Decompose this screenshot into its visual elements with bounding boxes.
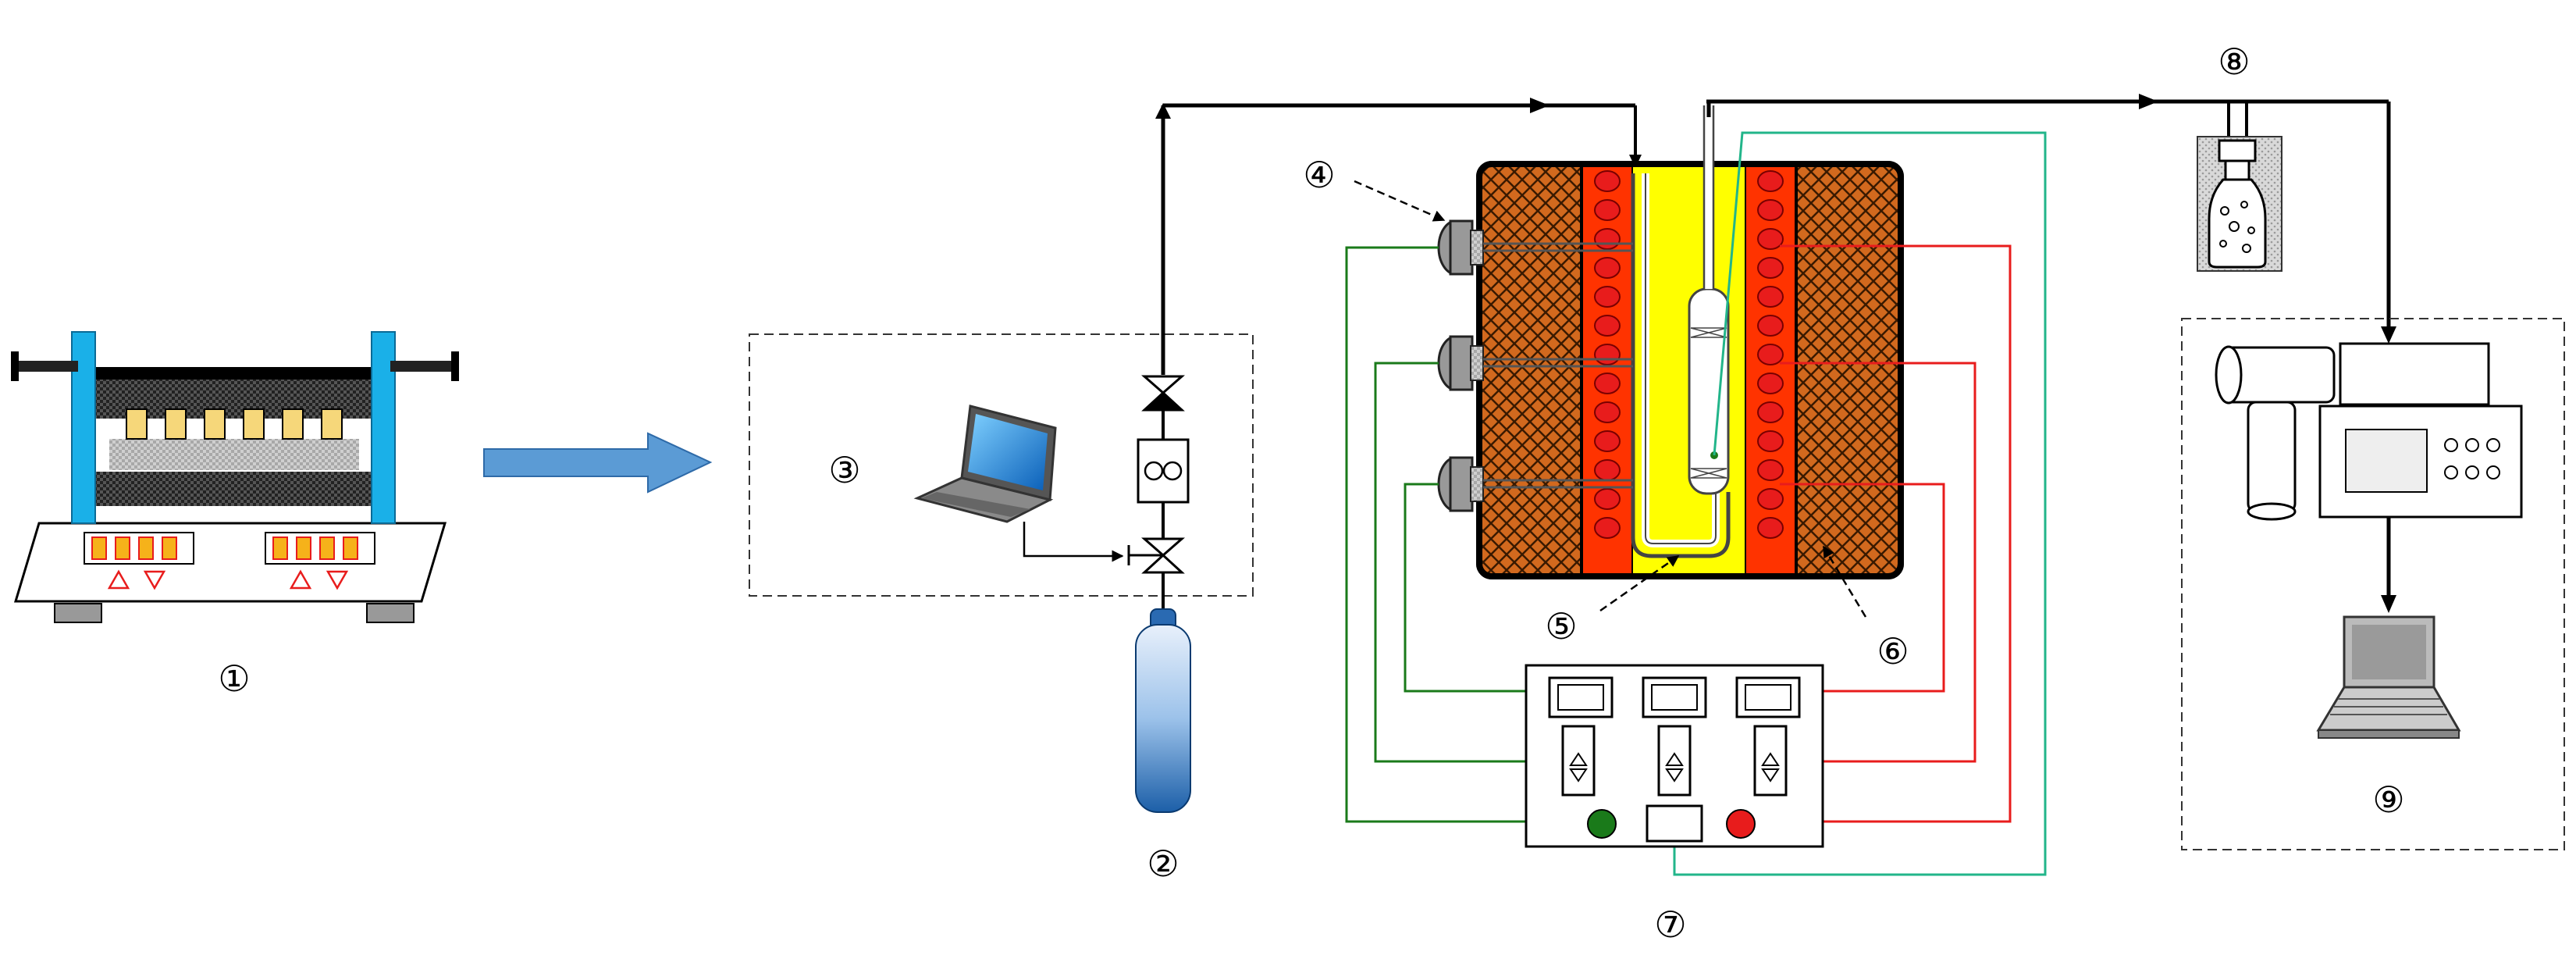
heater-coil	[1757, 372, 1784, 394]
heater-coil	[1594, 459, 1621, 481]
heater-coil	[1594, 315, 1621, 337]
computer-icon	[2316, 615, 2461, 739]
control-valve-icon	[1127, 537, 1185, 574]
thermocouple-wires	[1345, 246, 1526, 823]
heating-coils-left	[1594, 170, 1621, 539]
heater-coil	[1757, 315, 1784, 337]
label-2: ②	[1147, 843, 1179, 885]
label-4: ④	[1303, 154, 1335, 196]
heater-coil	[1757, 430, 1784, 452]
reactor-tube-icon	[1631, 105, 1731, 558]
analyzer-box-dashed	[2181, 318, 2565, 850]
heater-coil	[1594, 286, 1621, 308]
needle-valve-icon	[1141, 375, 1185, 412]
heater-coil	[1757, 488, 1784, 510]
heater-coil	[1757, 199, 1784, 221]
heating-coils-right	[1757, 170, 1784, 539]
label-1: ①	[218, 658, 250, 700]
sample-thermocouple-wire	[1673, 131, 2047, 876]
laptop-icon	[913, 405, 1057, 523]
heater-coil	[1594, 488, 1621, 510]
label-9: ⑨	[2372, 779, 2404, 821]
label-6: ⑥	[1877, 630, 1909, 672]
heater-coil	[1594, 170, 1621, 192]
heater-wires	[1780, 244, 2012, 823]
heater-coil	[1594, 372, 1621, 394]
temperature-controller	[1525, 664, 1824, 848]
heater-coil	[1594, 228, 1621, 250]
heater-coil	[1594, 401, 1621, 423]
heater-coil	[1757, 257, 1784, 279]
heater-coil	[1757, 286, 1784, 308]
heater-coil	[1594, 344, 1621, 365]
heater-coil	[1757, 170, 1784, 192]
flowmeter-icon	[1137, 438, 1190, 504]
heater-coil	[1594, 199, 1621, 221]
gas-analyzer-icon	[2215, 342, 2523, 521]
control-box-dashed	[749, 333, 1254, 597]
gas-wash-bottle-icon	[2197, 136, 2282, 272]
heater-coil	[1757, 459, 1784, 481]
label-8: ⑧	[2218, 41, 2250, 83]
heater-coil	[1594, 257, 1621, 279]
label-5: ⑤	[1545, 605, 1577, 647]
flow-arrow	[483, 432, 713, 494]
label-7: ⑦	[1654, 904, 1686, 946]
gas-cylinder-icon	[1135, 608, 1191, 813]
heater-coil	[1594, 517, 1621, 539]
heater-coil	[1757, 344, 1784, 365]
thermocouples	[1437, 219, 1633, 512]
label-3: ③	[828, 449, 860, 491]
heater-coil	[1594, 430, 1621, 452]
heater-coil	[1757, 228, 1784, 250]
hot-press-device	[11, 331, 459, 623]
heater-coil	[1757, 401, 1784, 423]
heater-coil	[1757, 517, 1784, 539]
signal-line	[1023, 522, 1124, 562]
